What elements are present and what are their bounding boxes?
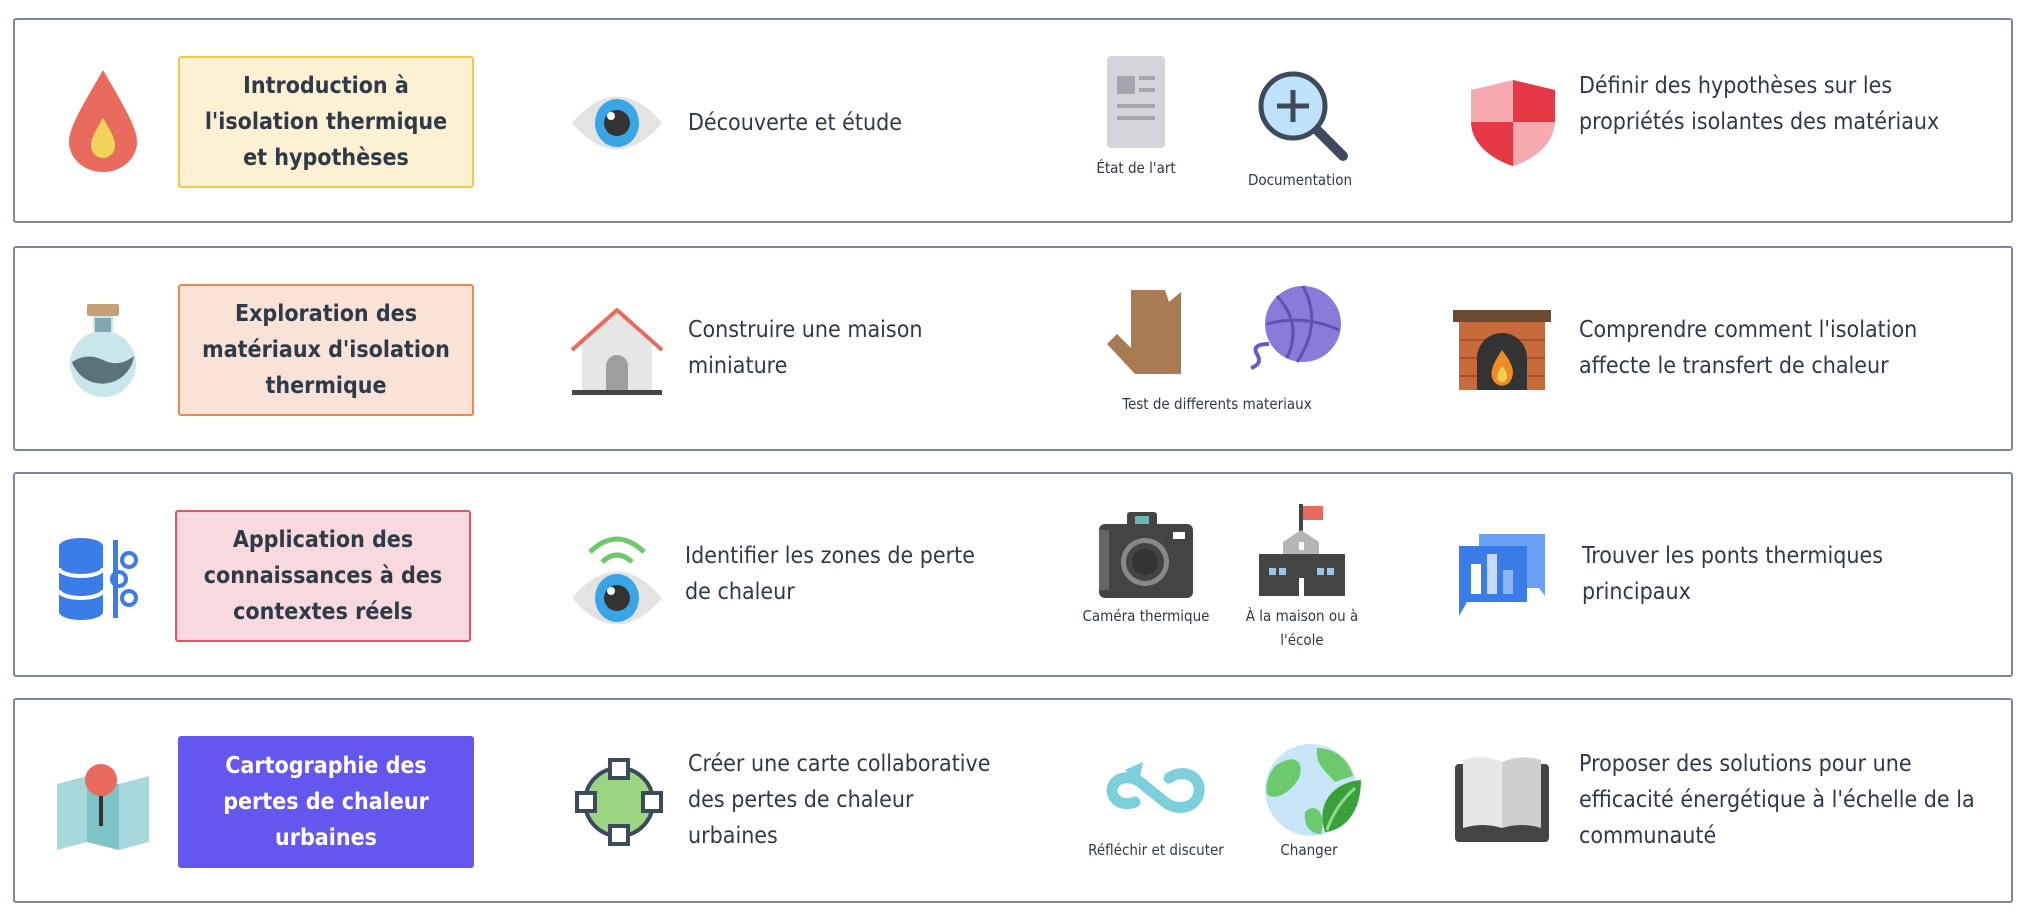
house-icon [570, 308, 664, 395]
phase-label: Application des connaissances à des cont… [175, 510, 471, 642]
book-icon [1455, 757, 1549, 842]
vector-node-icon [575, 758, 663, 846]
tool-label: État de l'art [1096, 159, 1176, 177]
drop-icon [69, 70, 137, 172]
activity-text: Identifier les zones de perte de chaleur [685, 543, 976, 605]
activity-text: Découverte et étude [688, 110, 902, 136]
activity-text: Créer une carte collaborative des pertes… [688, 751, 991, 849]
phase-label: Exploration des matériaux d'isolation th… [178, 284, 474, 416]
fireplace-icon [1453, 310, 1551, 390]
activity-text: Construire une maison miniature [688, 317, 923, 379]
tool-label: Documentation [1247, 171, 1353, 189]
flask-icon [70, 304, 136, 397]
magnifier-icon [1258, 71, 1348, 161]
phase-row-1: Introduction à l'isolation thermique et … [13, 18, 2013, 223]
school-icon [1259, 504, 1345, 596]
shield-icon [1471, 80, 1555, 166]
phase-row-2: Exploration des matériaux d'isolation th… [13, 246, 2013, 451]
phase-label: Introduction à l'isolation thermique et … [178, 56, 474, 188]
tool-label: Réfléchir et discuter [1088, 841, 1224, 859]
globe-leaf-icon [1265, 744, 1361, 836]
tool-label: À la maison ou à l'école [1245, 607, 1359, 649]
phase-row-3: Application des connaissances à des cont… [13, 472, 2013, 677]
outcome-text: Proposer des solutions pour une efficaci… [1579, 751, 1975, 849]
infinity-icon [1106, 762, 1205, 813]
document-icon [1107, 56, 1165, 148]
wood-icon [1107, 290, 1181, 374]
yarn-icon [1250, 285, 1341, 370]
outcome-text: Comprendre comment l'isolation affecte l… [1579, 317, 1918, 379]
database-icon [57, 538, 138, 620]
outcome-text: Définir des hypothèses sur les propriété… [1579, 73, 1940, 135]
map-pin-icon [57, 764, 149, 850]
camera-icon [1099, 512, 1193, 598]
phase-row-4: Cartographie des pertes de chaleur urbai… [13, 698, 2013, 903]
tool-label: Caméra thermique [1082, 607, 1210, 625]
phase-label: Cartographie des pertes de chaleur urbai… [178, 736, 474, 868]
tool-label: Changer [1280, 841, 1338, 859]
eye-signal-icon [572, 536, 662, 625]
eye-icon [572, 96, 662, 150]
outcome-text: Trouver les ponts thermiques principaux [1582, 543, 1884, 605]
chart-chat-icon [1459, 534, 1545, 616]
tool-label: Test de differents materiaux [1122, 395, 1312, 413]
